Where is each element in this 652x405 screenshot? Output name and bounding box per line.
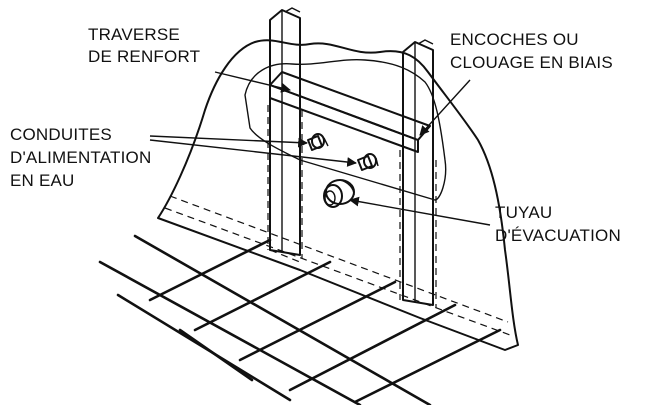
supply-leader-left [149, 135, 308, 148]
brace-leader [214, 71, 291, 93]
supply-pipe-right [357, 153, 379, 171]
leader-lines [149, 71, 491, 226]
cross-brace [269, 71, 431, 153]
label-supply-line1: CONDUITES [10, 125, 112, 144]
label-drain-line2: D'ÉVACUATION [495, 226, 621, 245]
water-supply-pipes [307, 133, 379, 171]
hidden-lines [164, 105, 511, 336]
label-supply-line2: D'ALIMENTATION [10, 148, 151, 167]
notches-leader [419, 79, 471, 136]
label-notches: ENCOCHES OU CLOUAGE EN BIAIS [450, 30, 613, 72]
label-supply-line3: EN EAU [10, 171, 75, 190]
label-notches-line2: CLOUAGE EN BIAIS [450, 53, 613, 72]
label-notches-line1: ENCOCHES OU [450, 30, 579, 49]
drain-pipe [323, 179, 355, 208]
wall-panel [157, 39, 519, 351]
supply-pipe-left [307, 133, 329, 151]
label-drain: TUYAU D'ÉVACUATION [495, 203, 621, 245]
floor-grid [98, 234, 502, 405]
supply-leader-right [149, 139, 357, 167]
label-supply: CONDUITES D'ALIMENTATION EN EAU [10, 125, 156, 190]
drain-leader [349, 196, 491, 226]
label-drain-line1: TUYAU [495, 203, 552, 222]
wall-studs [269, 7, 434, 306]
label-brace: TRAVERSE DE RENFORT [88, 25, 200, 66]
label-brace-line2: DE RENFORT [88, 47, 200, 66]
label-brace-line1: TRAVERSE [88, 25, 180, 44]
